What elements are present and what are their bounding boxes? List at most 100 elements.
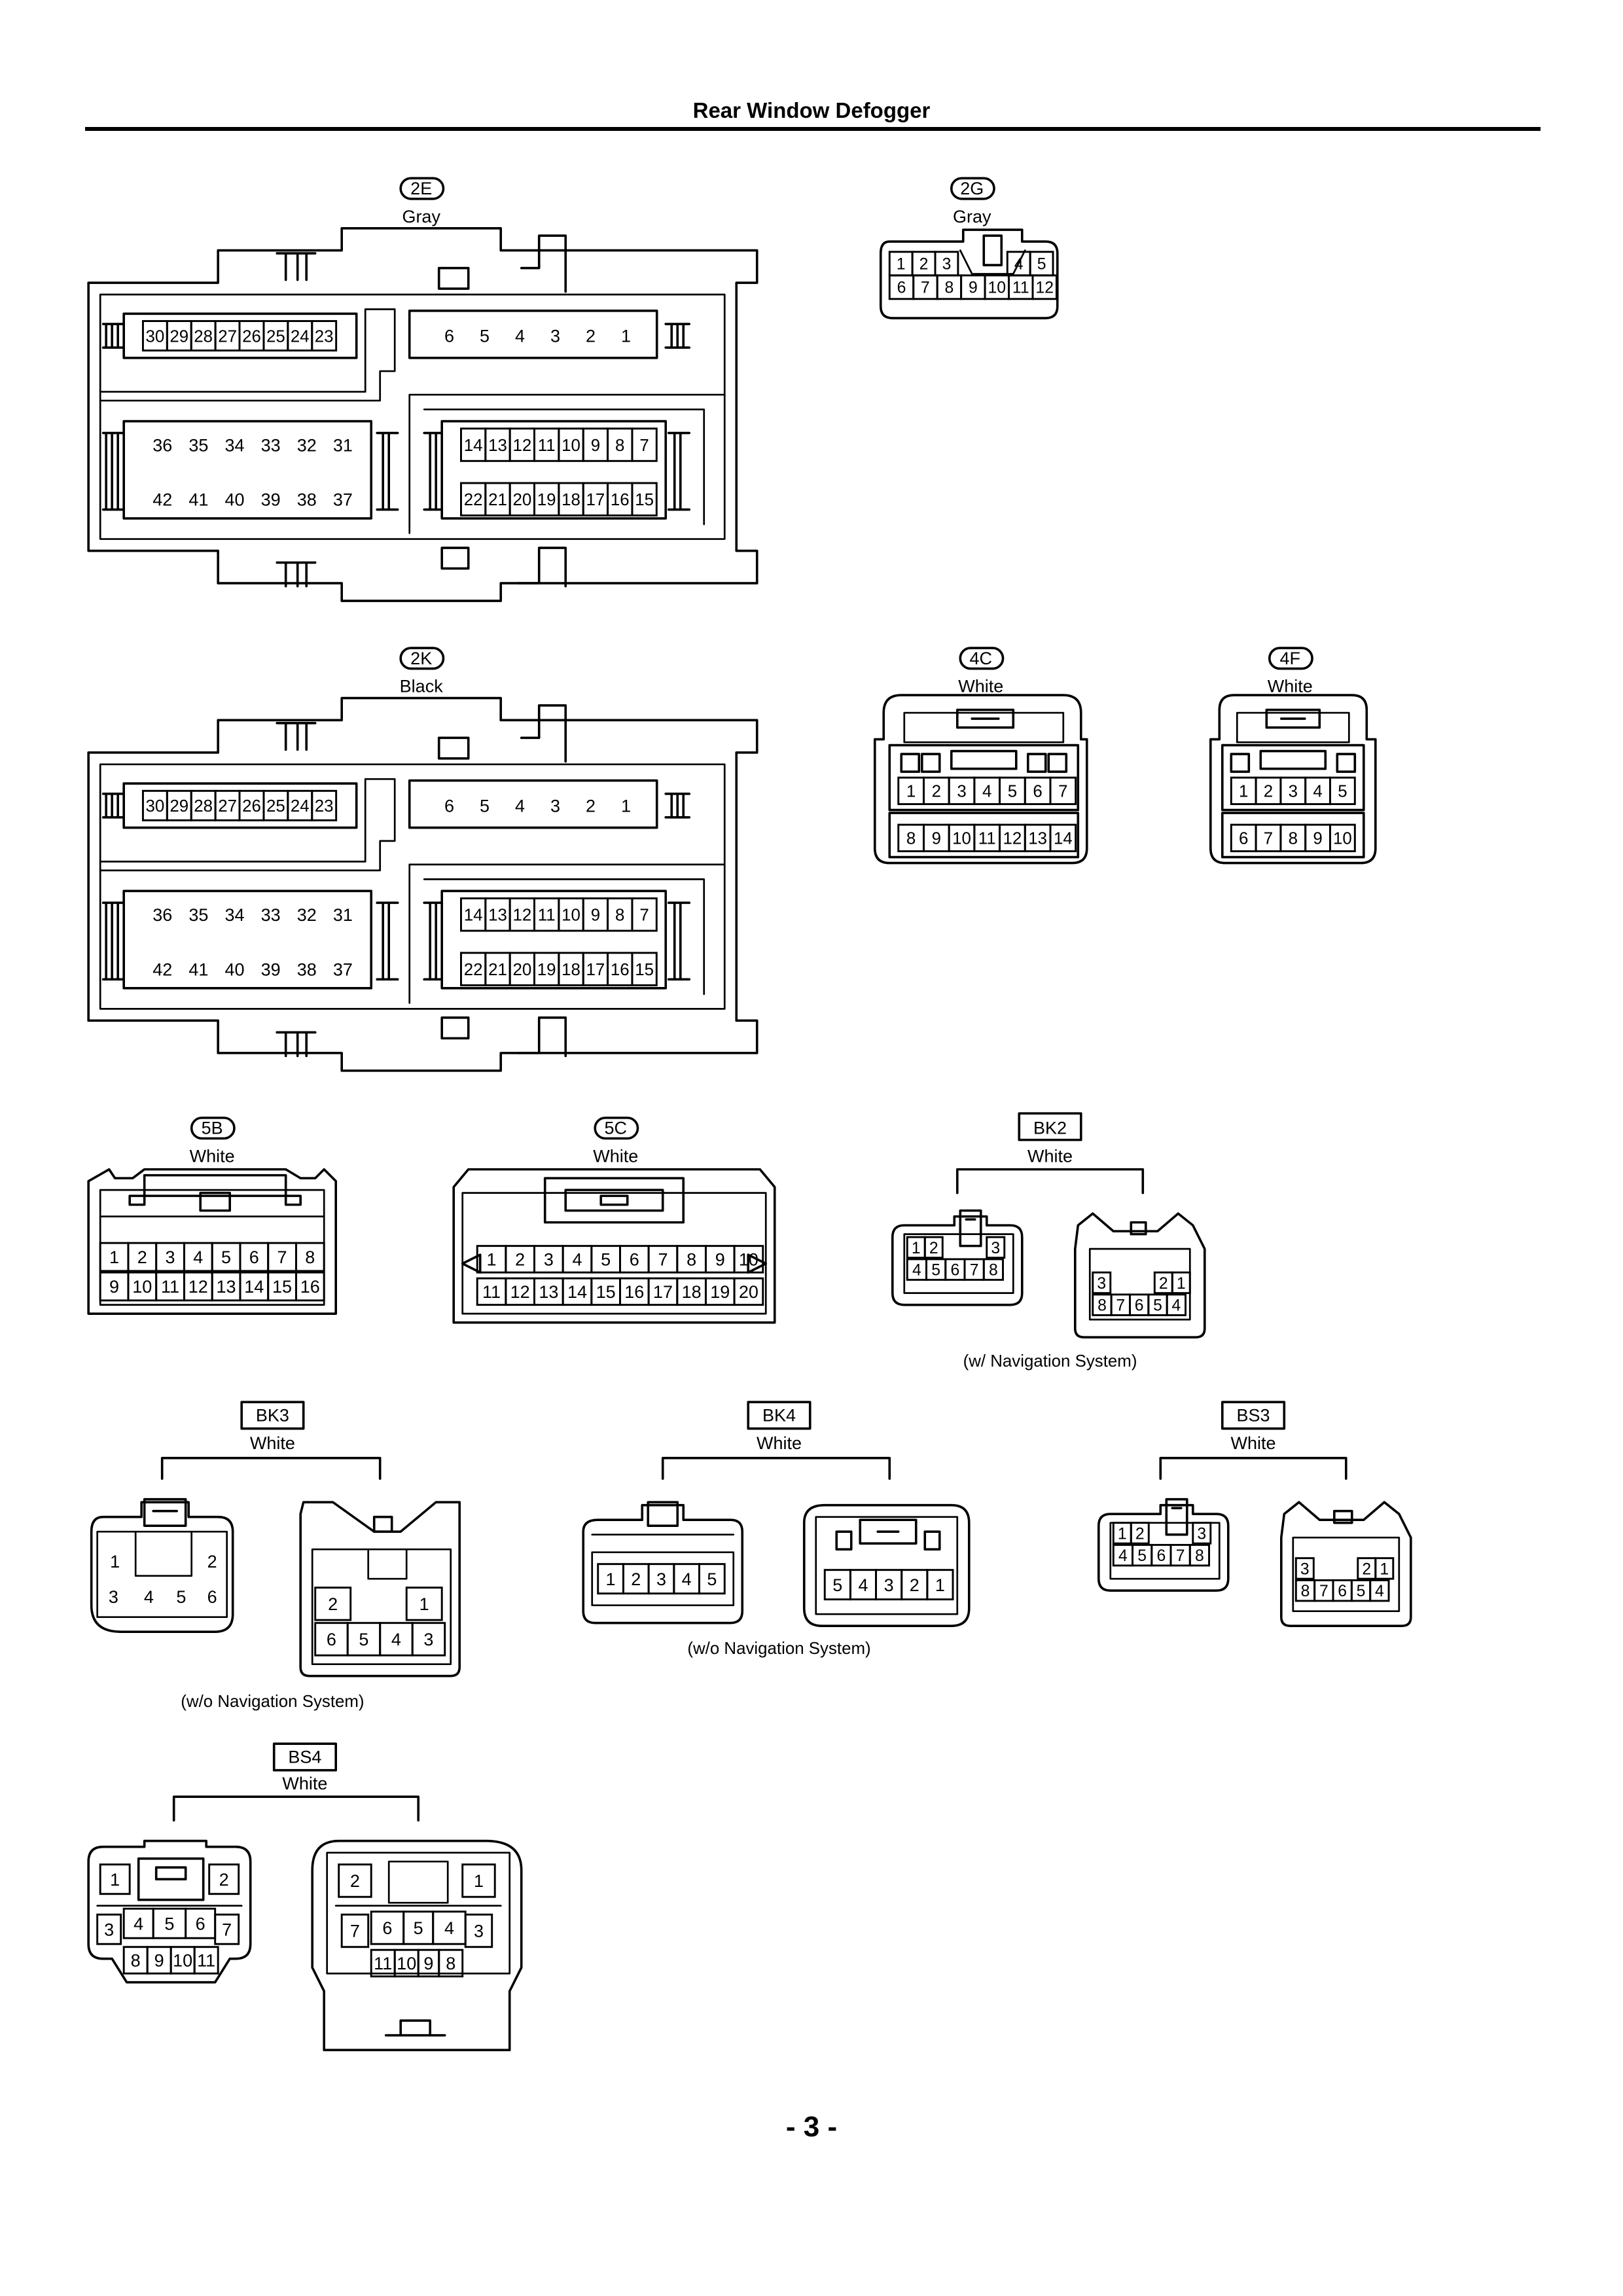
pin-number: 5	[1357, 1583, 1366, 1600]
pin-number: 3	[550, 797, 560, 816]
pin-cell	[464, 1913, 493, 1948]
pin-number: 28	[194, 327, 213, 346]
pin-number: 10	[173, 1951, 192, 1971]
pin-number: 1	[1239, 783, 1248, 801]
pin-number: 31	[333, 435, 353, 455]
pin-cell	[1171, 1271, 1191, 1295]
pin-number: 3	[474, 1922, 484, 1941]
pin-number: 11	[538, 437, 556, 455]
pin-number: 6	[951, 1262, 960, 1280]
pin-number: 29	[169, 327, 188, 346]
pin-number: 3	[166, 1247, 175, 1267]
pin-number: 5	[1153, 1297, 1162, 1315]
pin-number: 4	[1375, 1583, 1384, 1600]
pin-number: 5	[164, 1914, 174, 1933]
pin-number: 16	[300, 1277, 320, 1297]
pin-cell	[1192, 1522, 1212, 1545]
pin-number: 11	[1012, 279, 1029, 297]
pin-number: 26	[242, 327, 261, 346]
connector-color: White	[190, 1146, 235, 1166]
pin-number: 2	[137, 1247, 147, 1267]
pin-number: 41	[188, 960, 208, 979]
connector-BK2	[891, 1112, 1206, 1338]
pin-number: 17	[586, 491, 605, 509]
pin-number: 20	[739, 1282, 758, 1302]
pin-number: 7	[921, 279, 930, 297]
pin-number: 8	[989, 1262, 998, 1280]
pin-number: 5	[931, 1262, 940, 1280]
pin-number: 2	[586, 327, 596, 346]
pin-number: 5	[707, 1570, 717, 1589]
pin-cell	[1369, 1579, 1390, 1602]
pin-number: 8	[1301, 1583, 1310, 1600]
connector-code: 5B	[202, 1119, 223, 1138]
pin-number: 14	[1054, 830, 1073, 848]
connector-color: White	[1027, 1146, 1073, 1166]
pin-number: 3	[1197, 1525, 1206, 1543]
pin-cell	[193, 1946, 219, 1975]
pin-number: 9	[1313, 830, 1322, 848]
pin-cell	[1031, 274, 1058, 300]
pin-number: 21	[488, 491, 507, 509]
pin-number: 3	[942, 256, 952, 274]
pin-number: 23	[315, 327, 334, 346]
pin-number: 38	[297, 490, 317, 510]
pin-number: 35	[188, 435, 208, 455]
pin-number: 1	[906, 783, 916, 801]
connector-code: BK4	[762, 1405, 796, 1425]
connector-code: 2G	[960, 179, 984, 198]
pin-number: 4	[134, 1914, 143, 1933]
pin-number: 4	[682, 1570, 692, 1589]
pin-number: 6	[196, 1914, 205, 1933]
pin-number: 35	[188, 905, 208, 925]
connector-code-badge	[747, 1401, 812, 1430]
pin-cell	[461, 1863, 496, 1898]
pin-number: 10	[132, 1277, 152, 1297]
pin-number: 24	[291, 327, 310, 346]
pin-cell	[1092, 1271, 1112, 1295]
pin-number: 17	[653, 1282, 673, 1302]
pin-number: 23	[315, 797, 334, 816]
pin-number: 15	[272, 1277, 292, 1297]
pin-number: 1	[474, 1871, 484, 1891]
pin-number: 20	[512, 491, 531, 509]
connector-code: 5C	[604, 1119, 627, 1138]
pin-number: 7	[639, 906, 649, 925]
pin-number: 7	[639, 437, 649, 455]
pin-number: 4	[193, 1247, 203, 1267]
pin-number: 5	[414, 1918, 423, 1938]
pin-number: 7	[1058, 783, 1067, 801]
connector-code-badge	[399, 647, 445, 670]
pin-number: 12	[510, 1282, 530, 1302]
pin-number: 1	[912, 1240, 921, 1257]
pin-number: 12	[1003, 830, 1022, 848]
pin-cell	[311, 789, 338, 821]
pin-number: 8	[615, 437, 624, 455]
pin-number: 13	[217, 1277, 236, 1297]
pin-number: 1	[621, 327, 631, 346]
pin-number: 1	[935, 1575, 945, 1595]
connector-code-badge	[240, 1401, 305, 1430]
pin-number: 13	[488, 906, 507, 925]
pin-number: 6	[1239, 830, 1248, 848]
pin-number: 12	[188, 1277, 208, 1297]
pin-number: 33	[261, 435, 281, 455]
pin-number: 2	[1362, 1560, 1371, 1578]
connector-color: Gray	[402, 207, 440, 226]
pin-number: 6	[327, 1630, 336, 1649]
pin-number: 7	[970, 1262, 979, 1280]
connector-4C	[873, 647, 1088, 865]
pin-number: 7	[1264, 830, 1273, 848]
pin-number: 34	[224, 435, 244, 455]
connector-code-badge	[1221, 1401, 1286, 1430]
pin-number: 5	[480, 797, 490, 816]
connector-code: 4F	[1280, 649, 1301, 668]
connector-code-badge	[190, 1117, 236, 1140]
pin-number: 6	[382, 1918, 392, 1938]
connector-code-badge	[959, 647, 1005, 670]
pin-number: 11	[161, 1277, 179, 1297]
pin-cell	[1130, 1522, 1150, 1545]
pin-number: 40	[224, 960, 244, 979]
